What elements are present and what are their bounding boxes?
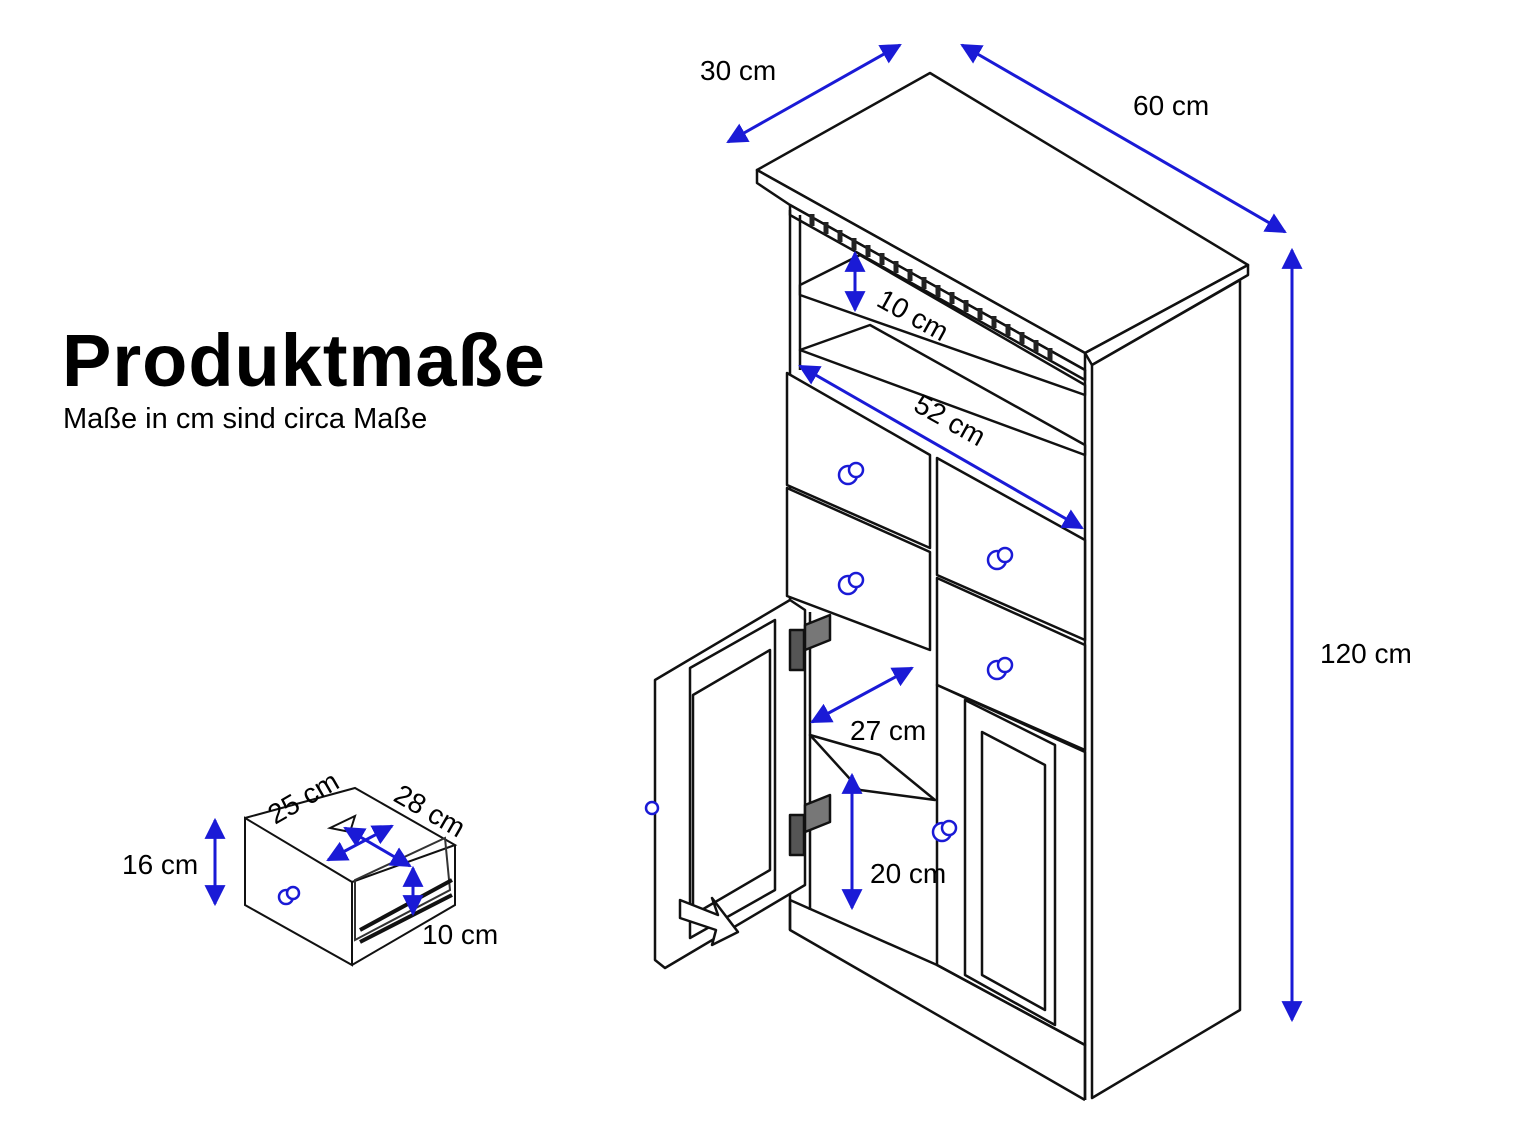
hinge-upper <box>788 628 806 672</box>
label-lower-depth: 27 cm <box>850 715 926 746</box>
left-door-panel <box>688 618 777 940</box>
dim-line-drawer-depth <box>343 826 412 868</box>
dentil-marks <box>809 214 1053 360</box>
label-drawer-outer-height: 16 cm <box>122 849 198 880</box>
drawer-illustration <box>244 786 458 967</box>
knob-icon <box>837 571 865 596</box>
dim-line-lower-depth <box>810 666 914 724</box>
knob-icon <box>644 800 660 816</box>
cabinet-plinth <box>788 898 1087 1100</box>
cabinet-crown-side <box>1083 263 1250 367</box>
knob-icon <box>277 885 301 906</box>
dim-line-drawer-width <box>326 824 394 862</box>
hinge-lower <box>788 813 806 857</box>
left-door <box>653 598 807 970</box>
knob-icon <box>986 546 1014 571</box>
label-depth: 30 cm <box>700 55 776 86</box>
label-drawer-width: 25 cm <box>263 765 345 830</box>
label-lower-height: 20 cm <box>870 858 946 889</box>
label-drawer-inner-height: 10 cm <box>422 919 498 950</box>
dim-line-depth <box>726 43 902 144</box>
label-height: 120 cm <box>1320 638 1412 669</box>
right-door-panel <box>963 698 1057 1027</box>
door-open-arrow <box>678 896 740 947</box>
drawer-box-right <box>351 845 456 966</box>
page-subtitle: Maße in cm sind circa Maße <box>63 403 428 435</box>
lower-compartment-shelf <box>808 733 937 802</box>
dim-line-width <box>960 43 1287 234</box>
cabinet-side-panel <box>1090 278 1242 1100</box>
dimension-lines <box>204 43 1303 1023</box>
label-width: 60 cm <box>1133 90 1209 121</box>
cabinet-illustration <box>653 71 1250 1102</box>
knob-icon <box>931 819 958 843</box>
dim-line-inner-width <box>798 364 1084 530</box>
knob-icon <box>986 656 1014 681</box>
label-drawer-depth: 28 cm <box>389 778 471 843</box>
page-title: Produktmaße <box>62 319 546 402</box>
